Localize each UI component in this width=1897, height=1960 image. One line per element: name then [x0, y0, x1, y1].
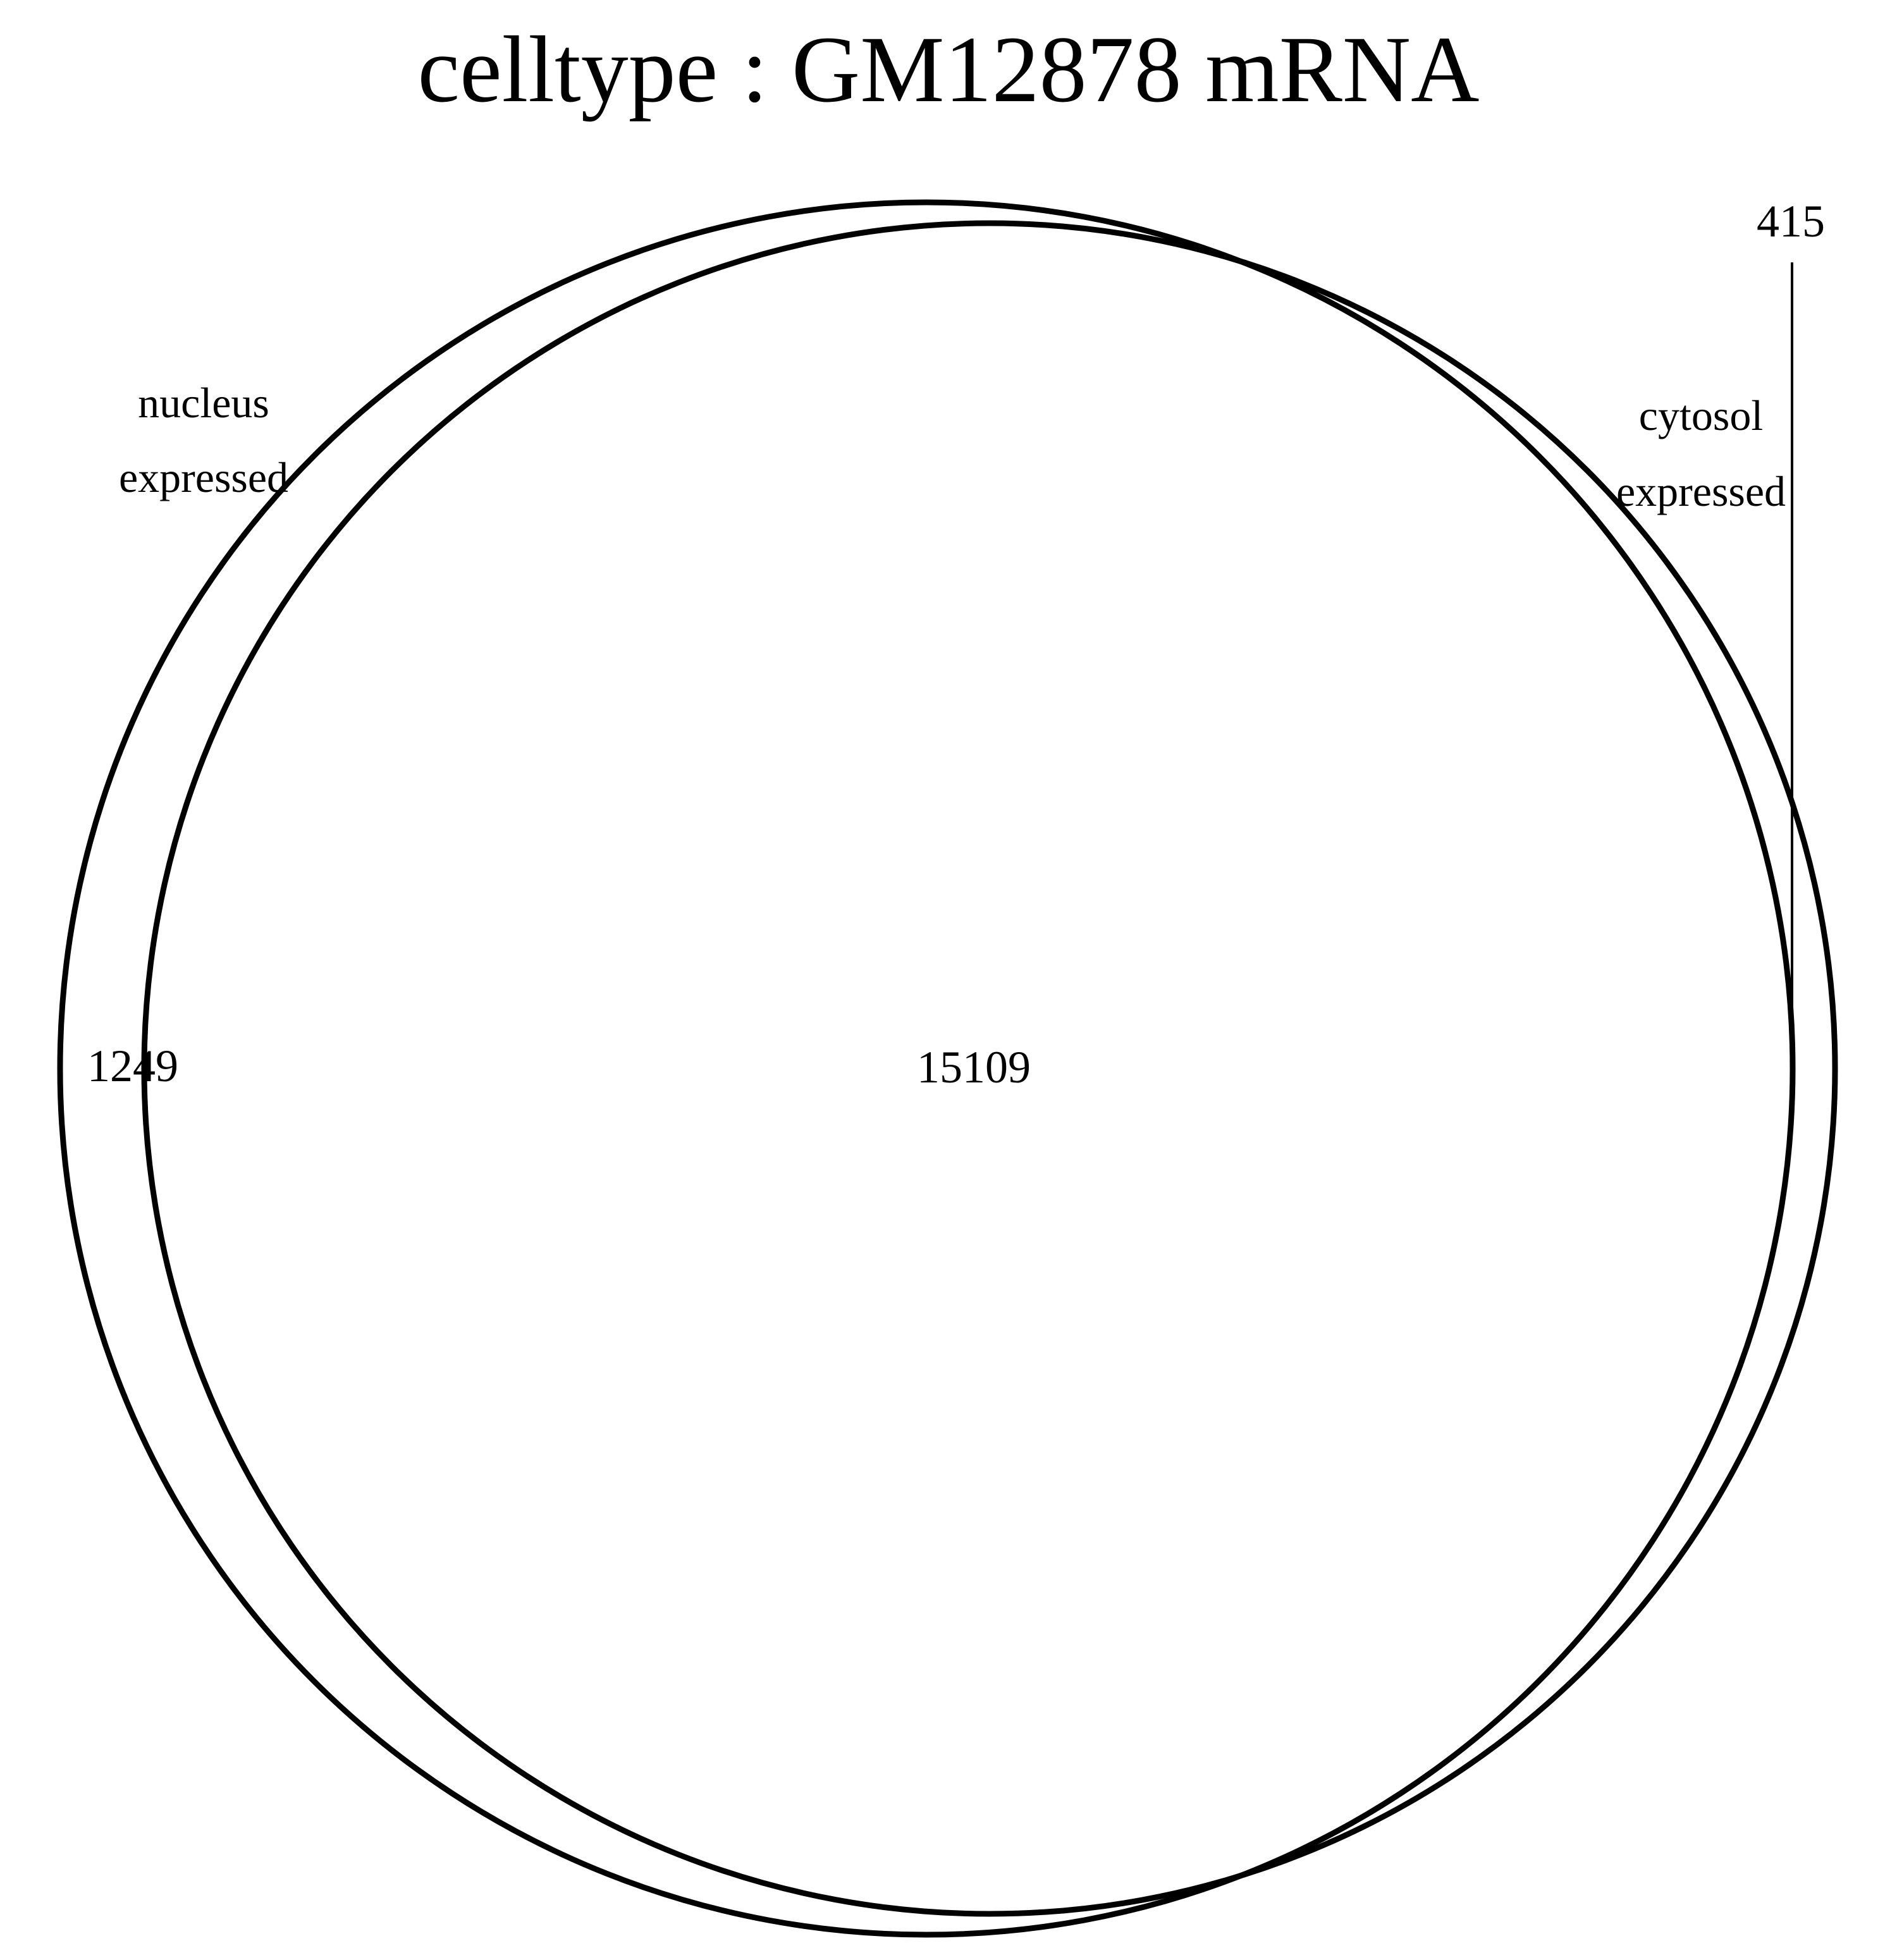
nucleus-label-line1: nucleus	[138, 379, 269, 427]
diagram-title: celltype : GM12878 mRNA	[417, 17, 1479, 122]
nucleus-label-line2: expressed	[119, 453, 288, 501]
cytosol-label-line1: cytosol	[1639, 391, 1763, 439]
cytosol-expressed-circle	[141, 220, 1838, 1917]
cytosol-only-count: 415	[1757, 196, 1825, 247]
intersection-count: 15109	[917, 1042, 1031, 1093]
cytosol-label-line2: expressed	[1616, 467, 1786, 515]
nucleus-only-count: 1249	[87, 1041, 178, 1091]
